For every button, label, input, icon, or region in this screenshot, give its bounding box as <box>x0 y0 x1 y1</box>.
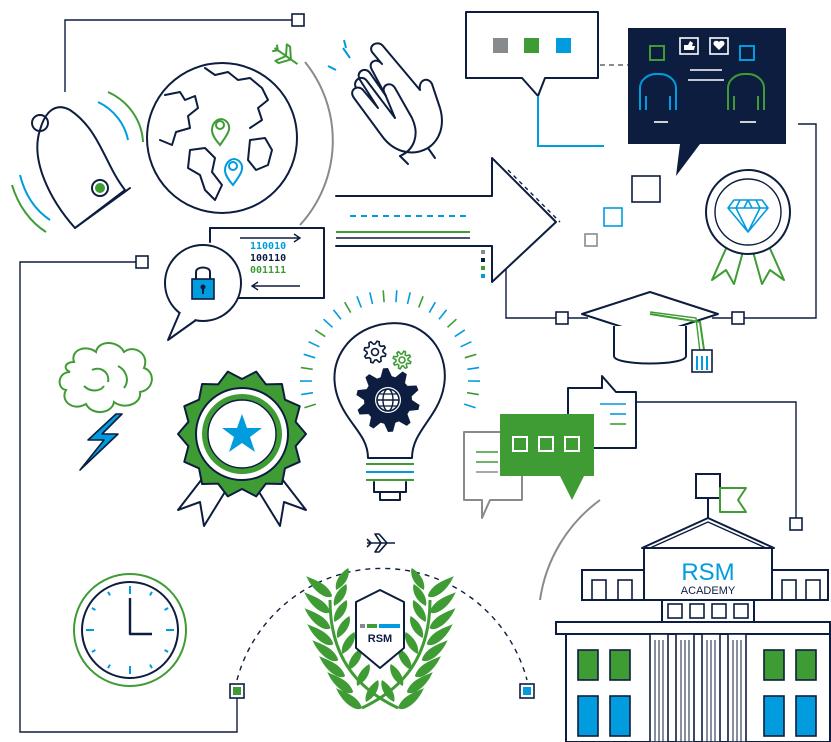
lightning-icon <box>79 413 123 471</box>
shield-icon: RSM <box>355 589 405 669</box>
gear-icon <box>356 368 420 432</box>
shield-label: RSM <box>368 633 392 645</box>
flag-icon <box>719 487 747 513</box>
light-ray <box>466 391 479 396</box>
light-ray <box>344 301 352 313</box>
graduation-cap-icon <box>581 291 719 373</box>
light-ray <box>417 296 424 308</box>
light-ray <box>438 309 448 320</box>
airplane-icon <box>272 43 299 65</box>
light-ray <box>304 403 317 409</box>
light-ray <box>446 318 457 328</box>
light-ray <box>428 301 436 313</box>
bell-icon <box>11 91 144 233</box>
light-ray <box>369 292 374 305</box>
clock-tick <box>107 591 111 596</box>
clock-tick <box>164 649 169 653</box>
airplane-icon-2 <box>366 533 395 553</box>
light-ray <box>454 329 466 338</box>
clock-tick <box>91 649 96 653</box>
academy-sign-subtitle: ACADEMY <box>681 585 736 597</box>
laurel-wreath-icon <box>304 568 456 710</box>
speech-bubble-icon <box>465 11 628 147</box>
video-chat-icon <box>628 28 786 176</box>
lock-bubble-icon: 110010 100110 001111 <box>164 227 325 341</box>
light-ray <box>323 318 334 328</box>
light-ray <box>406 292 411 305</box>
diamond-award-icon <box>705 169 791 285</box>
clock-tick <box>149 664 153 669</box>
light-ray <box>467 366 480 371</box>
light-ray <box>303 353 316 359</box>
light-ray <box>314 329 326 338</box>
lock-icon <box>191 266 215 300</box>
clock-tick <box>149 591 153 596</box>
lightbulb-icon <box>299 290 481 501</box>
decorative-squares <box>584 175 661 247</box>
globe-icon <box>146 62 298 214</box>
light-ray <box>332 309 342 320</box>
light-ray <box>463 403 476 409</box>
light-ray <box>382 290 385 303</box>
light-ray <box>356 296 363 308</box>
light-ray <box>308 340 320 348</box>
light-ray <box>300 366 313 371</box>
academy-building-icon: RSM ACADEMY <box>555 473 831 742</box>
light-ray <box>464 353 477 359</box>
binary-line-3: 001111 <box>250 265 286 276</box>
binary-line-1: 110010 <box>250 241 286 252</box>
clock-tick <box>164 607 169 611</box>
clock-tick <box>107 664 111 669</box>
clock-icon <box>73 573 187 687</box>
light-ray <box>395 290 398 303</box>
light-ray <box>301 391 314 396</box>
connector-lines <box>19 13 817 733</box>
brain-icon <box>58 342 153 413</box>
binary-line-2: 100110 <box>250 253 286 264</box>
academy-sign-title: RSM <box>681 559 734 586</box>
clock-tick <box>91 607 96 611</box>
clapping-hands-icon <box>327 39 443 165</box>
arrow-icon <box>335 157 561 283</box>
chat-bubbles-icon <box>463 375 637 519</box>
star-award-icon <box>177 370 307 527</box>
light-ray <box>460 340 472 348</box>
